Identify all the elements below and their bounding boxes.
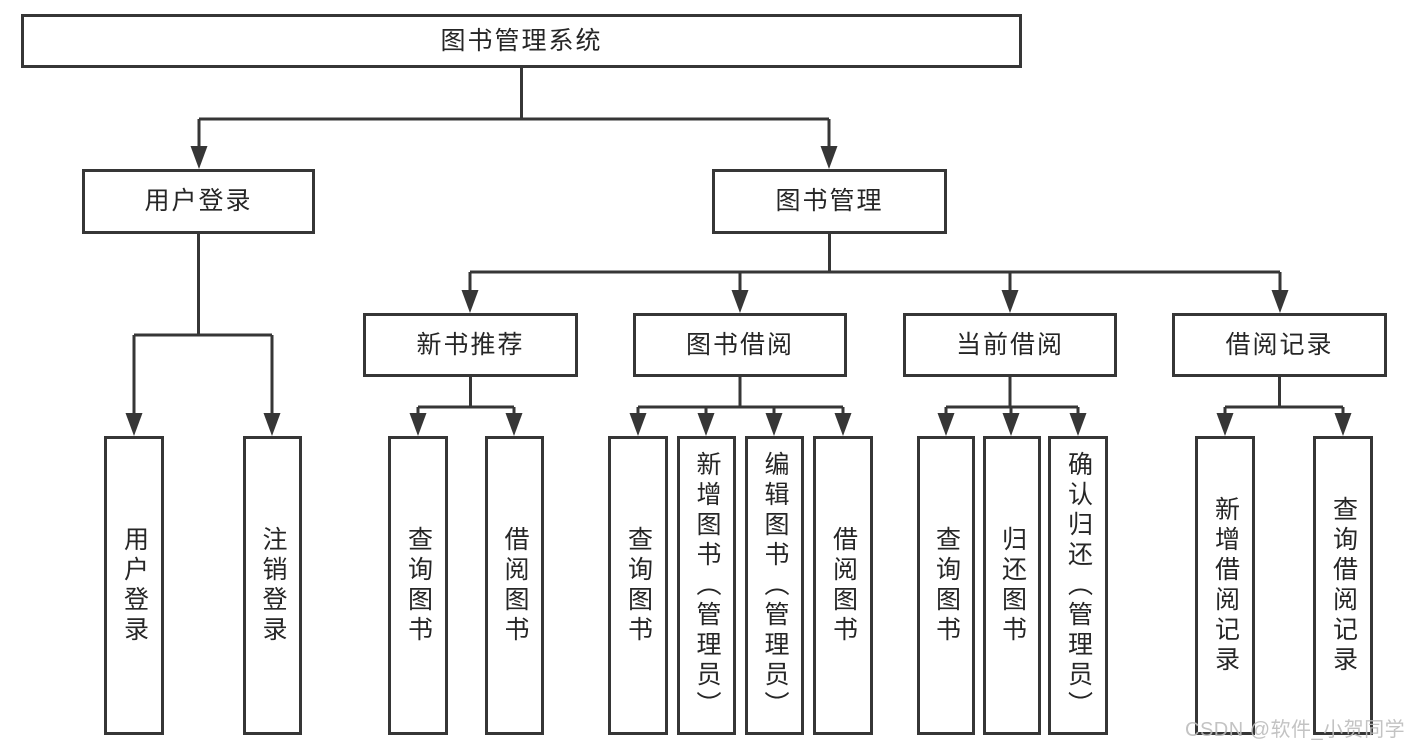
connector-book-borrow-to-leaves: [636, 377, 845, 416]
arrowhead: [820, 146, 838, 169]
node-root-label: 图书管理系统: [440, 26, 603, 55]
arrowhead: [629, 413, 647, 436]
arrowhead: [190, 146, 208, 169]
connector-root-to-level2: [197, 68, 831, 150]
node-root: 图书管理系统: [21, 14, 1022, 68]
connector-new-books-to-leaves: [416, 377, 516, 416]
leaf-query-books-current-label: 查询图书: [932, 525, 961, 646]
leaf-query-books-recommend: 查询图书: [388, 436, 448, 735]
leaf-confirm-return-admin-label: 确认归还（管理员）: [1064, 450, 1093, 721]
leaf-add-books-admin: 新增图书（管理员）: [677, 436, 736, 735]
arrowhead: [505, 413, 523, 436]
arrowhead: [125, 413, 143, 436]
arrowhead: [1001, 290, 1019, 313]
arrowhead: [834, 413, 852, 436]
leaf-logout-label: 注销登录: [259, 525, 287, 646]
node-current-borrow: 当前借阅: [903, 313, 1117, 377]
node-borrow-records-label: 借阅记录: [1225, 330, 1334, 359]
node-book-borrow: 图书借阅: [633, 313, 847, 377]
arrowhead: [937, 413, 955, 436]
leaf-edit-books-admin-label: 编辑图书（管理员）: [761, 450, 789, 721]
leaf-query-books-current: 查询图书: [917, 436, 975, 735]
node-book-borrow-label: 图书借阅: [685, 330, 794, 359]
connector-book-mgmt-to-level3: [468, 234, 1282, 293]
arrowhead: [1069, 413, 1087, 436]
arrowhead: [731, 290, 749, 313]
leaf-add-borrow-record-label: 新增借阅记录: [1211, 495, 1240, 676]
arrowhead: [409, 413, 427, 436]
leaf-query-books-recommend-label: 查询图书: [404, 525, 433, 646]
arrowhead: [263, 413, 281, 436]
leaf-user-login: 用户登录: [104, 436, 164, 735]
arrowhead: [461, 290, 479, 313]
leaf-borrow-books-label: 借阅图书: [829, 525, 858, 646]
arrowhead: [1271, 290, 1289, 313]
leaf-borrow-books-recommend-label: 借阅图书: [501, 525, 529, 646]
leaf-query-borrow-record-label: 查询借阅记录: [1329, 495, 1358, 676]
leaf-add-borrow-record: 新增借阅记录: [1195, 436, 1255, 735]
leaf-return-books: 归还图书: [983, 436, 1041, 735]
csdn-watermark: CSDN @软件_小贺同学: [1185, 719, 1405, 741]
leaf-borrow-books: 借阅图书: [813, 436, 873, 735]
node-new-book-recommend-label: 新书推荐: [416, 330, 525, 359]
arrowhead: [697, 413, 715, 436]
connector-user-login-to-leaves: [132, 234, 274, 416]
leaf-query-books-borrow: 查询图书: [608, 436, 668, 735]
node-book-management-label: 图书管理: [775, 187, 884, 215]
arrowhead: [1334, 413, 1352, 436]
arrowhead: [1216, 413, 1234, 436]
connector-borrow-records-to-leaves: [1223, 377, 1345, 416]
leaf-edit-books-admin: 编辑图书（管理员）: [745, 436, 804, 735]
arrowheads: [125, 146, 1352, 436]
connector-current-borrow-to-leaves: [944, 377, 1080, 416]
node-new-book-recommend: 新书推荐: [363, 313, 578, 377]
leaf-confirm-return-admin: 确认归还（管理员）: [1048, 436, 1108, 735]
node-user-login-label: 用户登录: [144, 187, 253, 215]
node-current-borrow-label: 当前借阅: [955, 330, 1064, 359]
leaf-borrow-books-recommend: 借阅图书: [485, 436, 544, 735]
leaf-query-borrow-record: 查询借阅记录: [1313, 436, 1373, 735]
leaf-logout: 注销登录: [243, 436, 302, 735]
arrowhead: [765, 413, 783, 436]
leaf-return-books-label: 归还图书: [998, 525, 1027, 646]
node-book-management: 图书管理: [712, 169, 947, 234]
arrowhead: [1002, 413, 1020, 436]
node-user-login: 用户登录: [82, 169, 315, 234]
leaf-add-books-admin-label: 新增图书（管理员）: [693, 450, 721, 721]
node-borrow-records: 借阅记录: [1172, 313, 1387, 377]
leaf-query-books-borrow-label: 查询图书: [624, 525, 653, 646]
leaf-user-login-label: 用户登录: [120, 525, 149, 646]
